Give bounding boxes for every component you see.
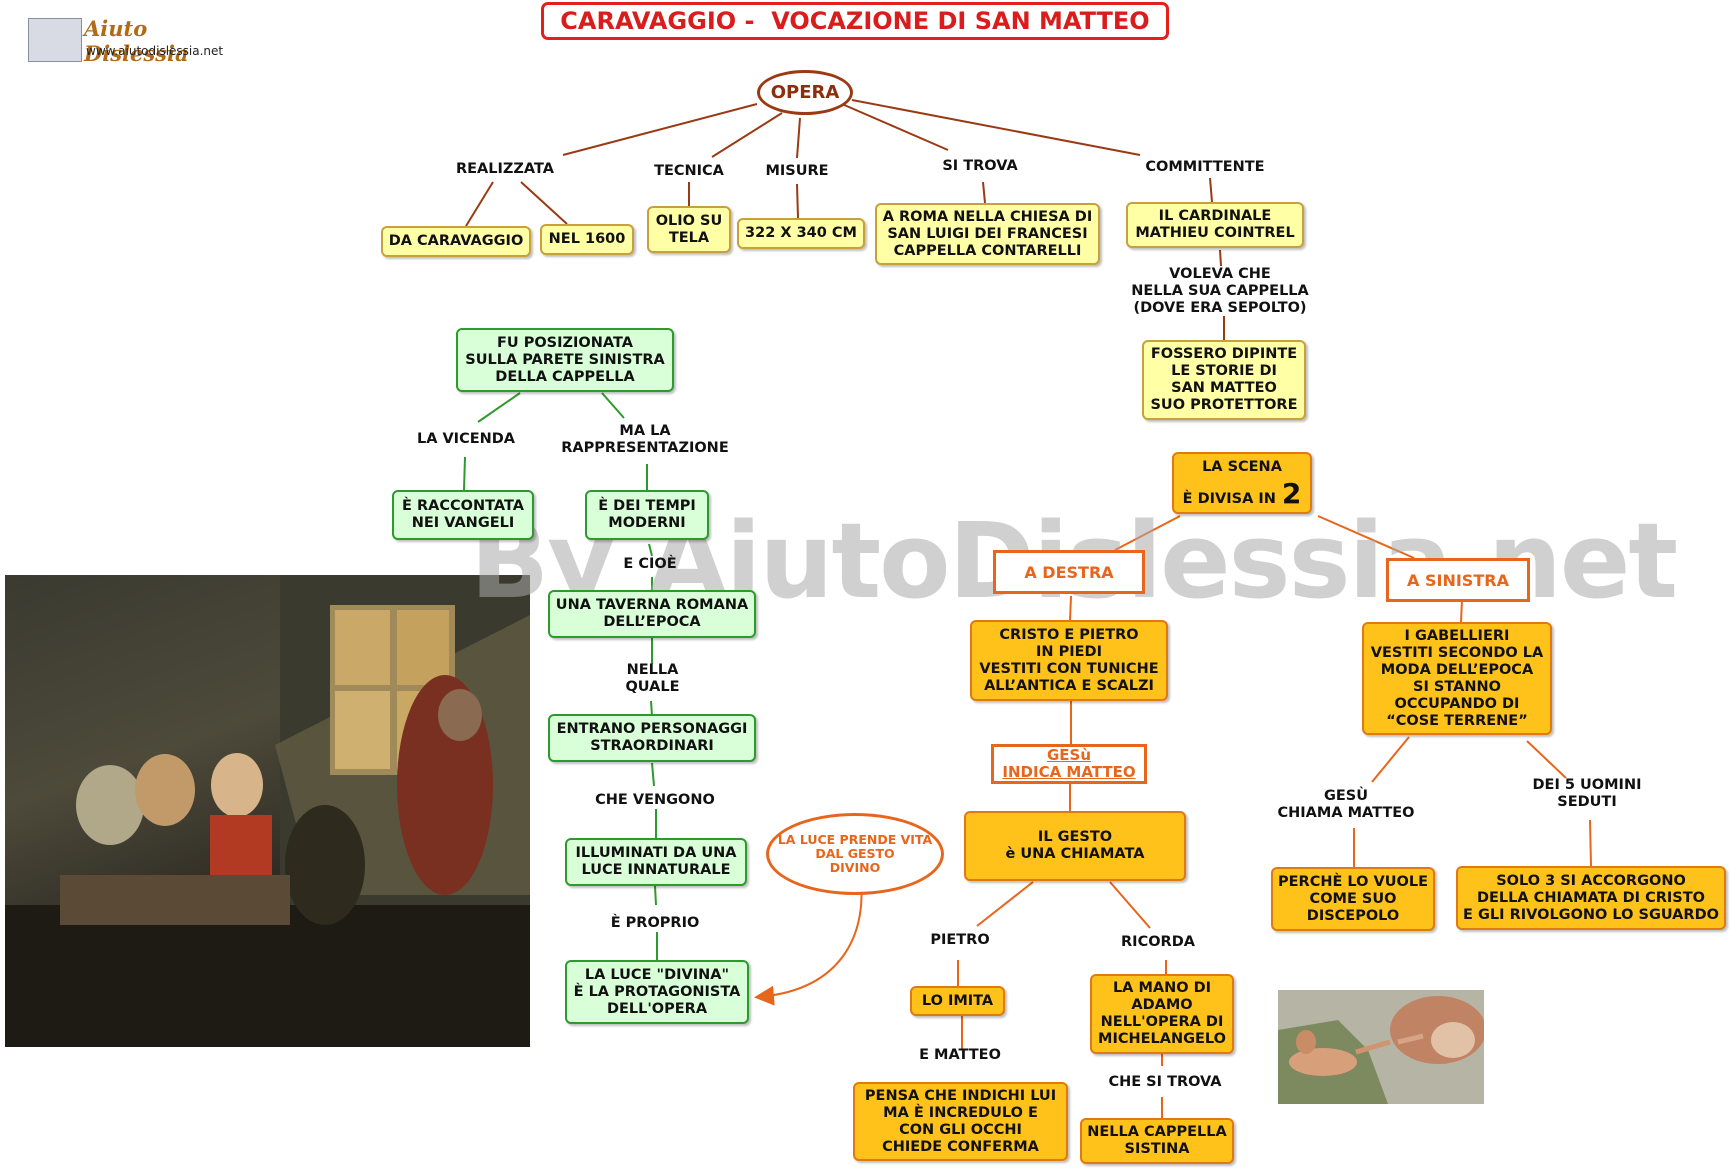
node-luce-divina: LA LUCE "DIVINA" È LA PROTAGONISTA DELL'… bbox=[565, 960, 749, 1024]
scena-line2: È DIVISA IN bbox=[1182, 490, 1276, 507]
label-e-matteo: E MATTEO bbox=[919, 1046, 1001, 1063]
node-misure: 322 X 340 CM bbox=[737, 218, 865, 249]
scena-number: 2 bbox=[1281, 476, 1302, 510]
node-lo-imita: LO IMITA bbox=[910, 986, 1005, 1016]
site-logo[interactable]: Aiuto Dislessia www.aiutodislessia.net bbox=[28, 14, 233, 66]
label-voleva-che: VOLEVA CHE NELLA SUA CAPPELLA (DOVE ERA … bbox=[1131, 265, 1309, 316]
label-che-si-trova: CHE SI TROVA bbox=[1108, 1073, 1222, 1090]
node-gesto-chiamata: IL GESTO è UNA CHIAMATA bbox=[964, 811, 1186, 881]
node-perche-lo-vuole: PERCHÈ LO VUOLE COME SUO DISCEPOLO bbox=[1271, 867, 1435, 931]
label-nella-quale: NELLA QUALE bbox=[625, 662, 680, 695]
node-roma: A ROMA NELLA CHIESA DI SAN LUIGI DEI FRA… bbox=[875, 203, 1100, 265]
label-ricorda: RICORDA bbox=[1121, 933, 1195, 950]
node-taverna-romana: UNA TAVERNA ROMANA DELL’EPOCA bbox=[548, 590, 756, 638]
page-title: CARAVAGGIO - VOCAZIONE DI SAN MATTEO bbox=[541, 2, 1169, 40]
label-ma-la-rappresentazione: MA LA RAPPRESENTAZIONE bbox=[561, 423, 729, 456]
label-dei-5-uomini: DEI 5 UOMINI SEDUTI bbox=[1532, 777, 1642, 810]
node-olio-su-tela: OLIO SU TELA bbox=[647, 206, 731, 253]
node-luce-prende-vita: LA LUCE PRENDE VITA DAL GESTO DIVINO bbox=[766, 813, 944, 895]
label-committente: COMMITTENTE bbox=[1145, 158, 1265, 175]
label-e-cioe: E CIOÈ bbox=[623, 555, 677, 572]
label-pietro: PIETRO bbox=[930, 931, 990, 948]
node-cappella-sistina: NELLA CAPPELLA SISTINA bbox=[1080, 1118, 1234, 1164]
label-si-trova: SI TROVA bbox=[942, 157, 1018, 174]
label-tecnica: TECNICA bbox=[654, 162, 724, 179]
node-entrano-personaggi: ENTRANO PERSONAGGI STRAORDINARI bbox=[548, 714, 756, 762]
caravaggio-painting-image bbox=[5, 575, 530, 1047]
node-raccontata-vangeli: È RACCONTATA NEI VANGELI bbox=[392, 490, 534, 540]
node-posizionata: FU POSIZIONATA SULLA PARETE SINISTRA DEL… bbox=[456, 328, 674, 392]
node-cardinale: IL CARDINALE MATHIEU COINTREL bbox=[1126, 202, 1304, 248]
node-illuminati: ILLUMINATI DA UNA LUCE INNATURALE bbox=[565, 838, 747, 886]
opera-node: OPERA bbox=[757, 70, 853, 115]
node-cristo-pietro: CRISTO E PIETRO IN PIEDI VESTITI CON TUN… bbox=[970, 620, 1168, 701]
node-gesu-indica: GESù INDICA MATTEO bbox=[991, 744, 1147, 784]
node-mano-di-adamo: LA MANO DI ADAMO NELL'OPERA DI MICHELANG… bbox=[1090, 974, 1234, 1054]
node-da-caravaggio: DA CARAVAGGIO bbox=[381, 226, 531, 257]
label-che-vengono: CHE VENGONO bbox=[595, 791, 715, 808]
label-e-proprio: È PROPRIO bbox=[610, 914, 700, 931]
node-gabellieri: I GABELLIERI VESTITI SECONDO LA MODA DEL… bbox=[1362, 622, 1552, 735]
node-fossero-dipinte: FOSSERO DIPINTE LE STORIE DI SAN MATTEO … bbox=[1142, 340, 1306, 420]
label-gesu-chiama: GESÙ CHIAMA MATTEO bbox=[1277, 788, 1415, 821]
logo-name: Aiuto Dislessia bbox=[84, 16, 189, 66]
node-nel-1600: NEL 1600 bbox=[540, 224, 634, 255]
label-misure: MISURE bbox=[765, 162, 829, 179]
creation-of-adam-image bbox=[1278, 990, 1484, 1104]
node-pensa-che-indichi: PENSA CHE INDICHI LUI MA È INCREDULO E C… bbox=[853, 1082, 1068, 1161]
label-realizzata: REALIZZATA bbox=[455, 160, 555, 177]
scena-line2-wrap: È DIVISA IN 2 bbox=[1182, 476, 1302, 510]
node-a-sinistra: A SINISTRA bbox=[1386, 558, 1530, 602]
node-a-destra: A DESTRA bbox=[993, 550, 1145, 594]
node-scena-divisa: LA SCENA È DIVISA IN 2 bbox=[1172, 452, 1312, 514]
logo-url: www.aiutodislessia.net bbox=[86, 44, 224, 58]
node-tempi-moderni: È DEI TEMPI MODERNI bbox=[585, 490, 709, 540]
scena-line1: LA SCENA bbox=[1202, 458, 1282, 475]
node-solo-3: SOLO 3 SI ACCORGONO DELLA CHIAMATA DI CR… bbox=[1456, 866, 1726, 930]
label-la-vicenda: LA VICENDA bbox=[416, 430, 516, 447]
book-icon bbox=[28, 18, 82, 62]
